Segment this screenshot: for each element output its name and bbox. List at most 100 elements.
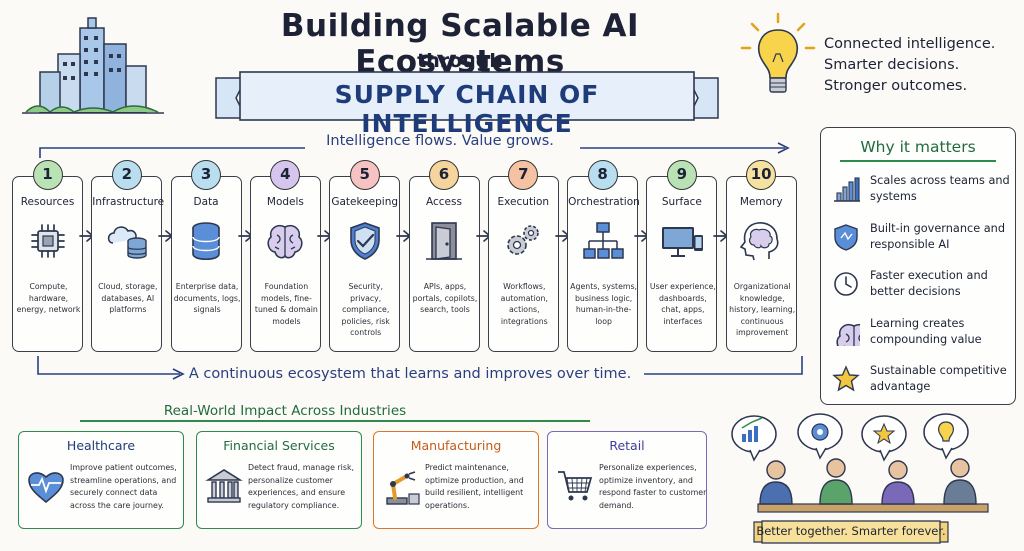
industry-name: Healthcare	[66, 438, 136, 453]
industry-description: Personalize experiences, optimize invent…	[599, 463, 707, 510]
step-description: User experience, dashboards, chat, apps,…	[649, 282, 716, 326]
step-name: Infrastructure	[92, 196, 165, 208]
step-description: Foundation models, fine-tuned & domain m…	[254, 282, 318, 326]
footer-text: Better together. Smarter forever.	[756, 524, 946, 538]
why-item-text: Faster execution and better decisions	[870, 269, 988, 298]
why-item: Faster execution and better decisions	[832, 268, 1012, 310]
shield-icon	[834, 223, 858, 251]
step-name: Memory	[739, 196, 783, 208]
step-description: Workflows, automation, actions, integrat…	[500, 282, 548, 326]
brain-icon	[267, 224, 303, 259]
step-description: Cloud, storage, databases, AI platforms	[98, 282, 158, 314]
head-brain-icon	[739, 222, 779, 261]
cloud-database-icon	[107, 226, 147, 259]
industry-name: Financial Services	[223, 438, 335, 453]
shield-check-icon	[349, 222, 380, 260]
footer-ribbon	[753, 520, 949, 544]
city-skyline-illustration	[22, 17, 164, 114]
step-name: Access	[426, 196, 462, 208]
step-number-badge: 7	[508, 160, 539, 190]
why-title-underline	[840, 160, 996, 162]
industries-title: Real-World Impact Across Industries	[163, 403, 407, 419]
page-title: Building Scalable AI Ecosystems	[280, 8, 640, 80]
tagline: Connected intelligence. Smarter decision…	[824, 34, 1024, 97]
tagline-line-2: Smarter decisions.	[824, 57, 960, 73]
step-description: Compute, hardware, energy, network	[16, 282, 81, 314]
step-description: Agents, systems, business logic, human-i…	[570, 282, 637, 326]
step-number-badge: 6	[429, 160, 459, 190]
step-number-badge: 4	[270, 160, 301, 190]
title-through: through	[417, 50, 503, 72]
step-name: Surface	[661, 196, 702, 208]
step-number-badge: 3	[191, 160, 222, 190]
industry-description: Detect fraud, manage risk, personalize c…	[248, 463, 355, 510]
bar-chart-icon	[834, 177, 860, 202]
step-number-badge: 2	[111, 160, 142, 190]
step-number-badge: 8	[587, 160, 618, 190]
step-number-badge: 10	[746, 160, 777, 190]
step-name: Gatekeeping	[331, 196, 399, 208]
why-item: Learning creates compounding value	[832, 316, 1012, 358]
why-item: Built-in governance and responsible AI	[832, 221, 1012, 263]
flow-bottom-label: A continuous ecosystem that learns and i…	[188, 366, 632, 382]
step-name: Execution	[497, 196, 550, 208]
step-name: Data	[193, 196, 219, 208]
hierarchy-icon	[582, 222, 624, 259]
why-it-matters-title: Why it matters	[860, 138, 976, 156]
tagline-line-1: Connected intelligence.	[824, 36, 996, 52]
title-banner-text: SUPPLY CHAIN OF INTELLIGENCE	[334, 80, 600, 138]
step-number-badge: 5	[349, 160, 380, 190]
step-description: Organizational knowledge, history, learn…	[729, 282, 796, 337]
flow-bottom-arrow	[37, 356, 803, 380]
step-name: Resources	[20, 196, 75, 208]
why-item: Scales across teams and systems	[832, 173, 1012, 215]
flow-top-arrow	[39, 142, 790, 158]
step-number-badge: 1	[32, 160, 63, 190]
why-it-matters-panel	[820, 127, 1016, 405]
industry-description: Improve patient outcomes, streamline ope…	[70, 463, 177, 510]
why-item-text: Sustainable competitive advantage	[870, 364, 1007, 393]
bank-icon	[205, 469, 243, 503]
chart-bubble-icon	[741, 417, 763, 442]
why-item-text: Built-in governance and responsible AI	[870, 221, 1005, 251]
step-name: Models	[266, 196, 304, 208]
tagline-line-3: Stronger outcomes.	[824, 78, 968, 94]
database-icon	[192, 222, 220, 261]
industry-description: Predict maintenance, optimize production…	[425, 463, 524, 510]
robot-arm-icon	[386, 471, 420, 505]
star-icon	[832, 365, 860, 392]
step-description: APIs, apps, portals, copilots, search, t…	[412, 282, 478, 314]
step-number-badge: 9	[666, 160, 697, 190]
why-item-text: Scales across teams and systems	[870, 174, 1010, 203]
industries-title-line	[80, 420, 590, 422]
monitor-phone-icon	[661, 227, 703, 257]
door-icon	[426, 222, 462, 260]
industry-name: Manufacturing	[410, 438, 502, 453]
title-banner-ribbon	[215, 71, 719, 121]
gears-icon	[507, 225, 540, 255]
heart-pulse-icon	[28, 472, 64, 504]
industry-name: Retail	[609, 438, 645, 453]
clock-icon	[834, 272, 858, 296]
chip-icon	[30, 224, 65, 258]
team-collaboration-illustration	[731, 413, 989, 513]
cart-icon	[558, 471, 593, 501]
step-description: Enterprise data, documents, logs, signal…	[173, 282, 241, 314]
why-item-text: Learning creates compounding value	[870, 316, 982, 346]
step-name: Orchestration	[568, 196, 640, 208]
why-item: Sustainable competitive advantage	[832, 363, 1012, 405]
